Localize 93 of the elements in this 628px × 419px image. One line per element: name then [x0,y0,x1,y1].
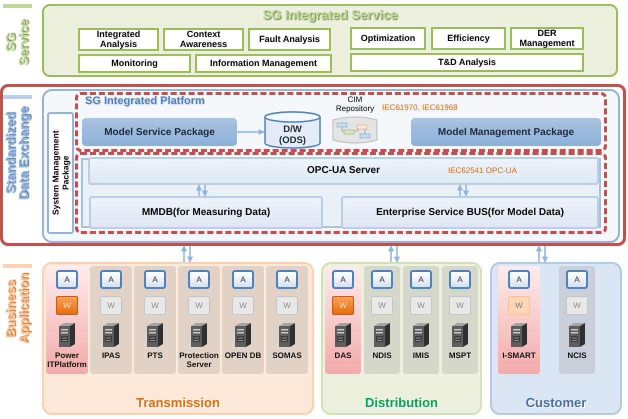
service-box: Fault Analysis [248,28,331,51]
letter-tile: W [144,296,166,315]
letter-tile: A [276,270,298,289]
arrow [457,184,463,196]
arrow [388,245,394,262]
system-name: NCIS [567,351,587,360]
system-name: MSPT [448,351,472,360]
letter-tile: A [56,270,78,289]
letter-tile: W [276,296,298,315]
panel-title: SG Integrated Platform [85,95,205,107]
letter-tile: A [410,270,432,289]
letter-tile: A [508,270,530,289]
letter-tile: W [566,296,588,315]
dashed-frame [75,152,607,234]
arrow [187,246,193,263]
system-name: Power ITPlatform [46,351,88,369]
system-name: OPEN DB [224,351,262,360]
system-panel [90,266,132,374]
letter-tile: A [566,270,588,289]
arrow [542,246,548,263]
layer-title: SG Service [4,18,30,68]
standard-label: IEC62541 OPC-UA [448,166,517,175]
panel-title: SG Integrated Service [262,7,398,22]
letter-tile: W [100,296,122,315]
system-name: DAS [334,351,352,360]
service-panel [42,4,618,77]
system-name: IPAS [102,351,120,360]
service-box: Optimization [350,27,426,50]
data-box: Enterprise Service BUS(for Model Data) [341,196,599,229]
letter-tile: A [188,270,210,289]
system-panel [134,266,176,374]
layer-title: Business Application [4,272,30,346]
letter-tile: A [332,270,354,289]
domain-panel [490,262,622,415]
arrow [237,129,265,135]
domain-title: Transmission [136,395,220,410]
system-panel [442,266,478,374]
domain-panel [321,262,482,415]
data-box: MMDB(for Measuring Data) [89,196,323,229]
service-box: Context Awareness [163,28,244,51]
letter-tile: W [449,296,471,315]
node-title: CIM Repository [334,95,376,113]
box-title: OPC-UA Server [307,165,380,176]
letter-tile: A [144,270,166,289]
system-name: SOMAS [272,351,302,360]
package-box: System Management Package [47,112,74,234]
arrow [181,245,187,262]
system-panel [403,266,439,374]
arrow [463,185,469,197]
letter-tile: W [188,296,210,315]
server-box [88,157,599,185]
standard-label: IEC61970, IEC61968 [382,103,458,112]
arrow [196,184,202,196]
service-box: DER Management [510,27,584,50]
letter-tile: A [100,270,122,289]
service-box: Efficiency [431,27,506,50]
dashed-frame [75,92,607,152]
service-box: Integrated Analysis [78,28,159,51]
arrow [202,185,208,197]
package-box: Model Management Package [411,118,601,146]
system-panel [498,266,540,374]
service-box: Monitoring [78,54,191,73]
letter-tile: A [232,270,254,289]
package-box: Model Service Package [82,118,237,146]
letter-tile: W [232,296,254,315]
system-panel [46,266,88,374]
layer-title: Standardized Data Exchange [4,105,30,202]
system-panel [325,266,361,374]
system-name: PTS [147,351,163,360]
letter-tile: W [508,296,530,315]
system-name: IMIS [412,351,430,360]
service-box: T&D Analysis [350,53,584,72]
system-panel [222,266,264,374]
domain-title: Customer [526,395,586,410]
domain-title: Distribution [365,395,438,410]
system-name: Protection Server [178,351,220,369]
system-panel [559,266,595,374]
system-panel [178,266,220,374]
service-box: Information Management [195,54,332,73]
arrow [394,246,400,263]
system-panel [266,266,308,374]
arrow [536,245,542,262]
system-name: I-SMART [502,351,536,360]
letter-tile: W [371,296,393,315]
system-name: NDIS [372,351,392,360]
database-cylinder: D/W (ODS) [264,111,321,149]
letter-tile: W [410,296,432,315]
letter-tile: A [449,270,471,289]
system-panel [364,266,400,374]
letter-tile: W [56,296,78,315]
letter-tile: W [332,296,354,315]
domain-panel [42,262,314,415]
letter-tile: A [371,270,393,289]
